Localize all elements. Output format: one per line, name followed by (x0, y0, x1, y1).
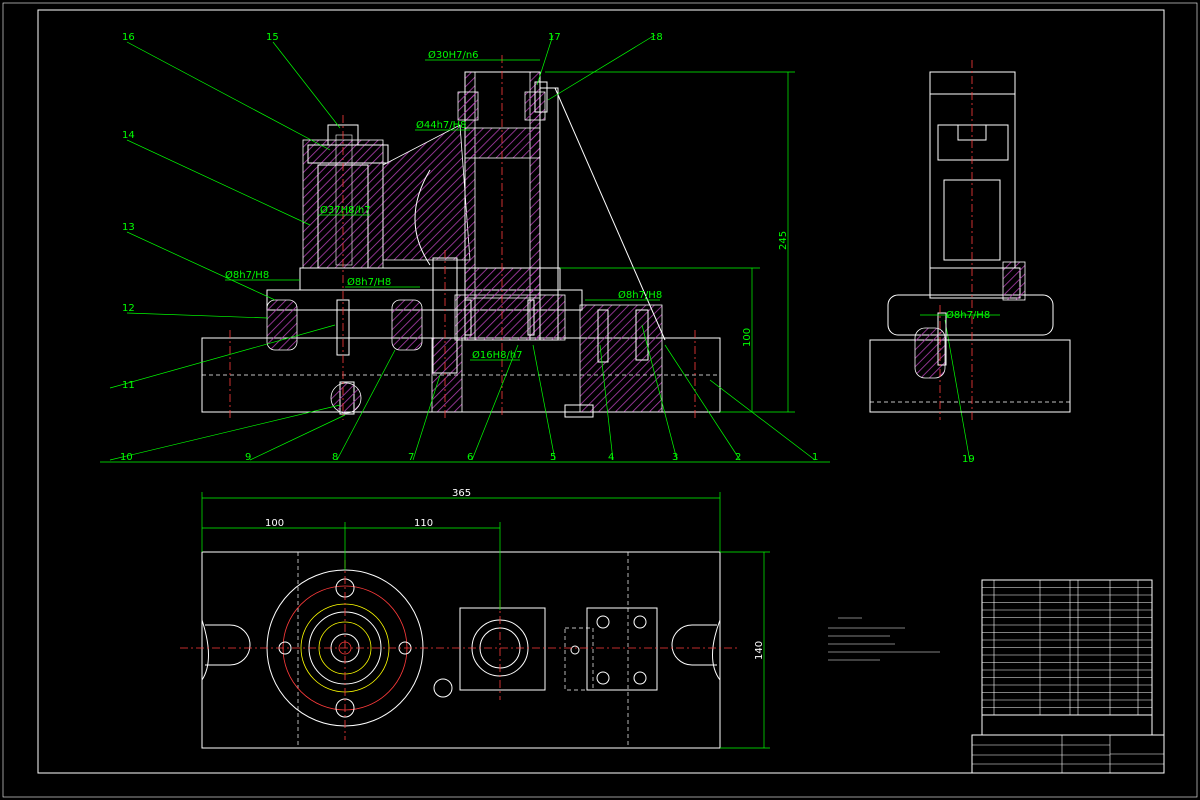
dim-height-total: 245 (778, 231, 789, 250)
balloon-8: 8 (332, 452, 338, 463)
fit-8-center: Ø8h7/H8 (347, 276, 391, 288)
sheet-inner-border (37, 9, 1165, 774)
technical-notes (828, 617, 940, 661)
title-block (971, 734, 1165, 774)
part-callouts: 16 15 14 13 12 11 10 9 8 7 6 5 4 3 2 1 1… (100, 32, 975, 465)
balloon-16: 16 (122, 32, 135, 43)
balloon-18: 18 (650, 32, 663, 43)
balloon-1: 1 (812, 452, 818, 463)
balloon-11: 11 (122, 380, 135, 391)
balloon-7: 7 (408, 452, 414, 463)
fit-8-left: Ø8h7/H8 (225, 269, 269, 281)
fit-8-side: Ø8h7/H8 (946, 309, 990, 321)
side-view: Ø8h7/H8 (869, 60, 1071, 420)
balloon-5: 5 (550, 452, 556, 463)
balloon-10: 10 (120, 452, 133, 463)
balloon-12: 12 (122, 303, 135, 314)
balloon-3: 3 (672, 452, 678, 463)
fit-37: Ø37H8/h7 (320, 204, 371, 216)
balloon-19: 19 (962, 454, 975, 465)
front-view (201, 55, 721, 420)
dim-height-base: 100 (742, 328, 753, 347)
balloon-14: 14 (122, 130, 135, 141)
front-dimensions: 245 100 Ø30H7/n6 Ø44h7/H8 Ø37H8/h7 Ø8h7/… (225, 49, 795, 413)
fit-16: Ø16H8/h7 (472, 349, 523, 361)
dim-overall-width: 365 (452, 488, 471, 499)
balloon-17: 17 (548, 32, 561, 43)
balloon-15: 15 (266, 32, 279, 43)
top-view: 365 100 110 140 (180, 488, 770, 749)
balloon-2: 2 (735, 452, 741, 463)
balloon-13: 13 (122, 222, 135, 233)
balloon-9: 9 (245, 452, 251, 463)
balloon-6: 6 (467, 452, 473, 463)
parts-list-table (981, 579, 1153, 736)
fit-8-right: Ø8h7/H8 (618, 289, 662, 301)
fit-30: Ø30H7/n6 (428, 49, 479, 61)
dim-center-offset: 110 (414, 518, 433, 529)
dim-width-plan: 140 (754, 641, 765, 660)
fit-44: Ø44h7/H8 (416, 119, 467, 131)
balloon-4: 4 (608, 452, 614, 463)
base-section-hatch (579, 304, 663, 413)
dim-left-offset: 100 (265, 518, 284, 529)
